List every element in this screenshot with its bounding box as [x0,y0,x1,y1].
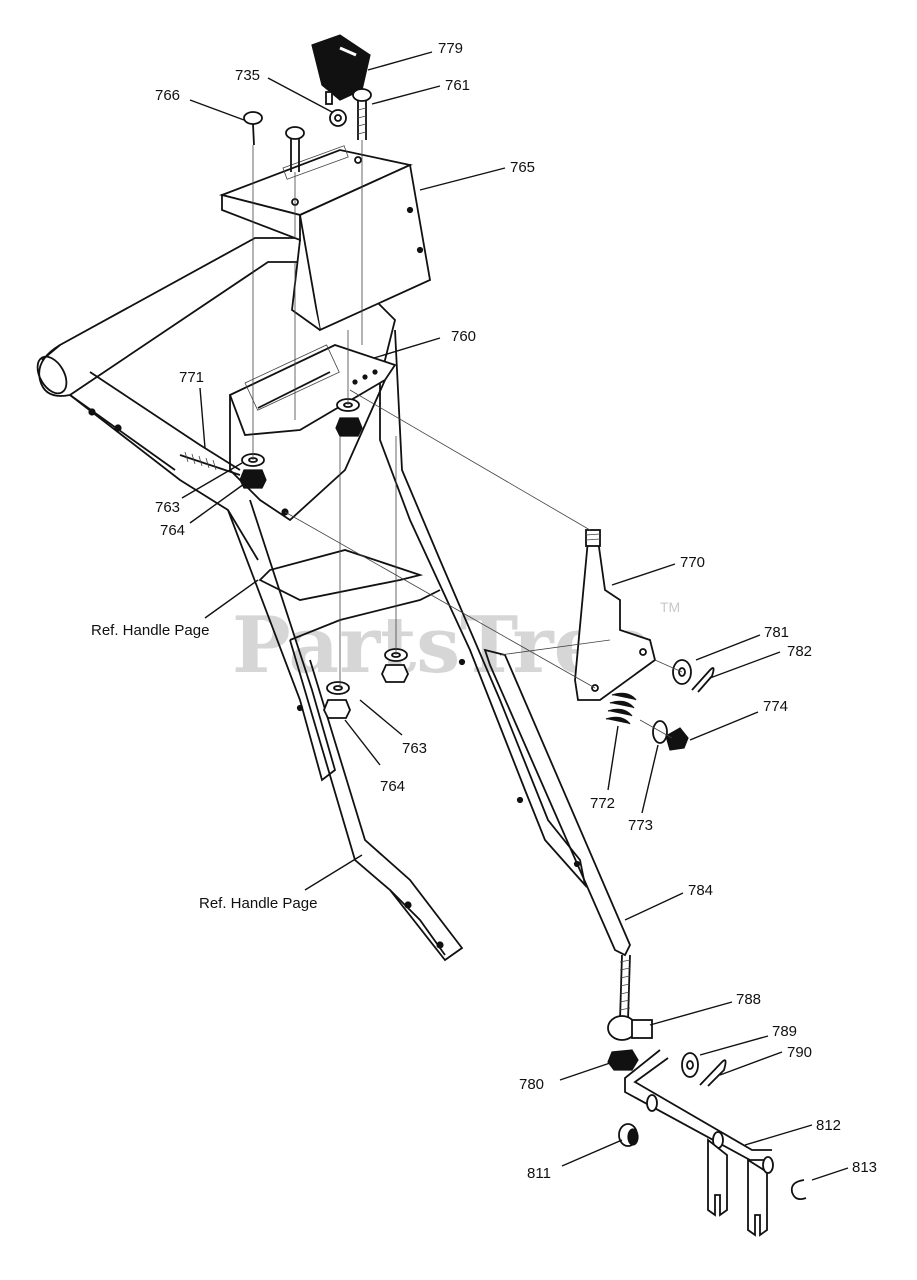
spring-772 [605,692,637,725]
callout-811: 811 [527,1165,551,1182]
nut-735 [325,91,347,127]
hairpin-782 [691,667,715,693]
bushing-811 [618,1123,639,1147]
threaded-rod-end [619,954,631,1021]
callout-781: 781 [764,624,789,641]
nut-764-upper [239,417,363,489]
watermark-trademark: TM [660,599,680,615]
clip-813 [790,1179,807,1201]
handle-assembly [36,237,631,962]
callout-772: 772 [590,795,615,812]
hairpin-790 [699,1059,727,1087]
callout-labels: 779 735 761 766 765 760 771 763 764 763 … [91,40,877,1182]
callout-812: 812 [816,1117,841,1134]
callout-782: 782 [787,643,812,660]
callout-779: 779 [438,40,463,57]
console-cover-765 [219,145,432,332]
callout-765: 765 [510,159,535,176]
ref-handle-page-lower: Ref. Handle Page [199,895,317,912]
callout-760: 760 [451,328,476,345]
stud-771 [179,451,241,476]
callout-766: 766 [155,87,180,104]
assembly-lines [252,140,683,739]
shift-knob-779 [311,34,371,101]
callout-780: 780 [519,1076,544,1093]
bolt-766 [243,111,305,172]
callout-764-upper: 764 [160,522,185,539]
callout-735: 735 [235,67,260,84]
bolt-761 [352,88,372,140]
console-bracket-760 [228,344,397,522]
washer-789 [681,1052,699,1078]
ref-handle-page-upper: Ref. Handle Page [91,622,209,639]
callout-764-lower: 764 [380,778,405,795]
washer-773 [652,720,668,744]
callout-784: 784 [688,882,713,899]
shift-lever-770 [574,529,657,701]
callout-763-lower: 763 [402,740,427,757]
nut-774 [665,727,689,751]
callout-790: 790 [787,1044,812,1061]
callout-771: 771 [179,369,204,386]
callout-770: 770 [680,554,705,571]
shift-rod-812 [624,1049,774,1237]
callout-761: 761 [445,77,470,94]
callout-813: 813 [852,1159,877,1176]
leader-lines [181,51,849,1181]
nut-764-lower [323,664,409,719]
callout-773: 773 [628,817,653,834]
callout-763-upper: 763 [155,499,180,516]
callout-774: 774 [763,698,788,715]
ferrule-788 [607,1015,653,1041]
nut-780 [607,1049,639,1071]
callout-788: 788 [736,991,761,1008]
callout-789: 789 [772,1023,797,1040]
